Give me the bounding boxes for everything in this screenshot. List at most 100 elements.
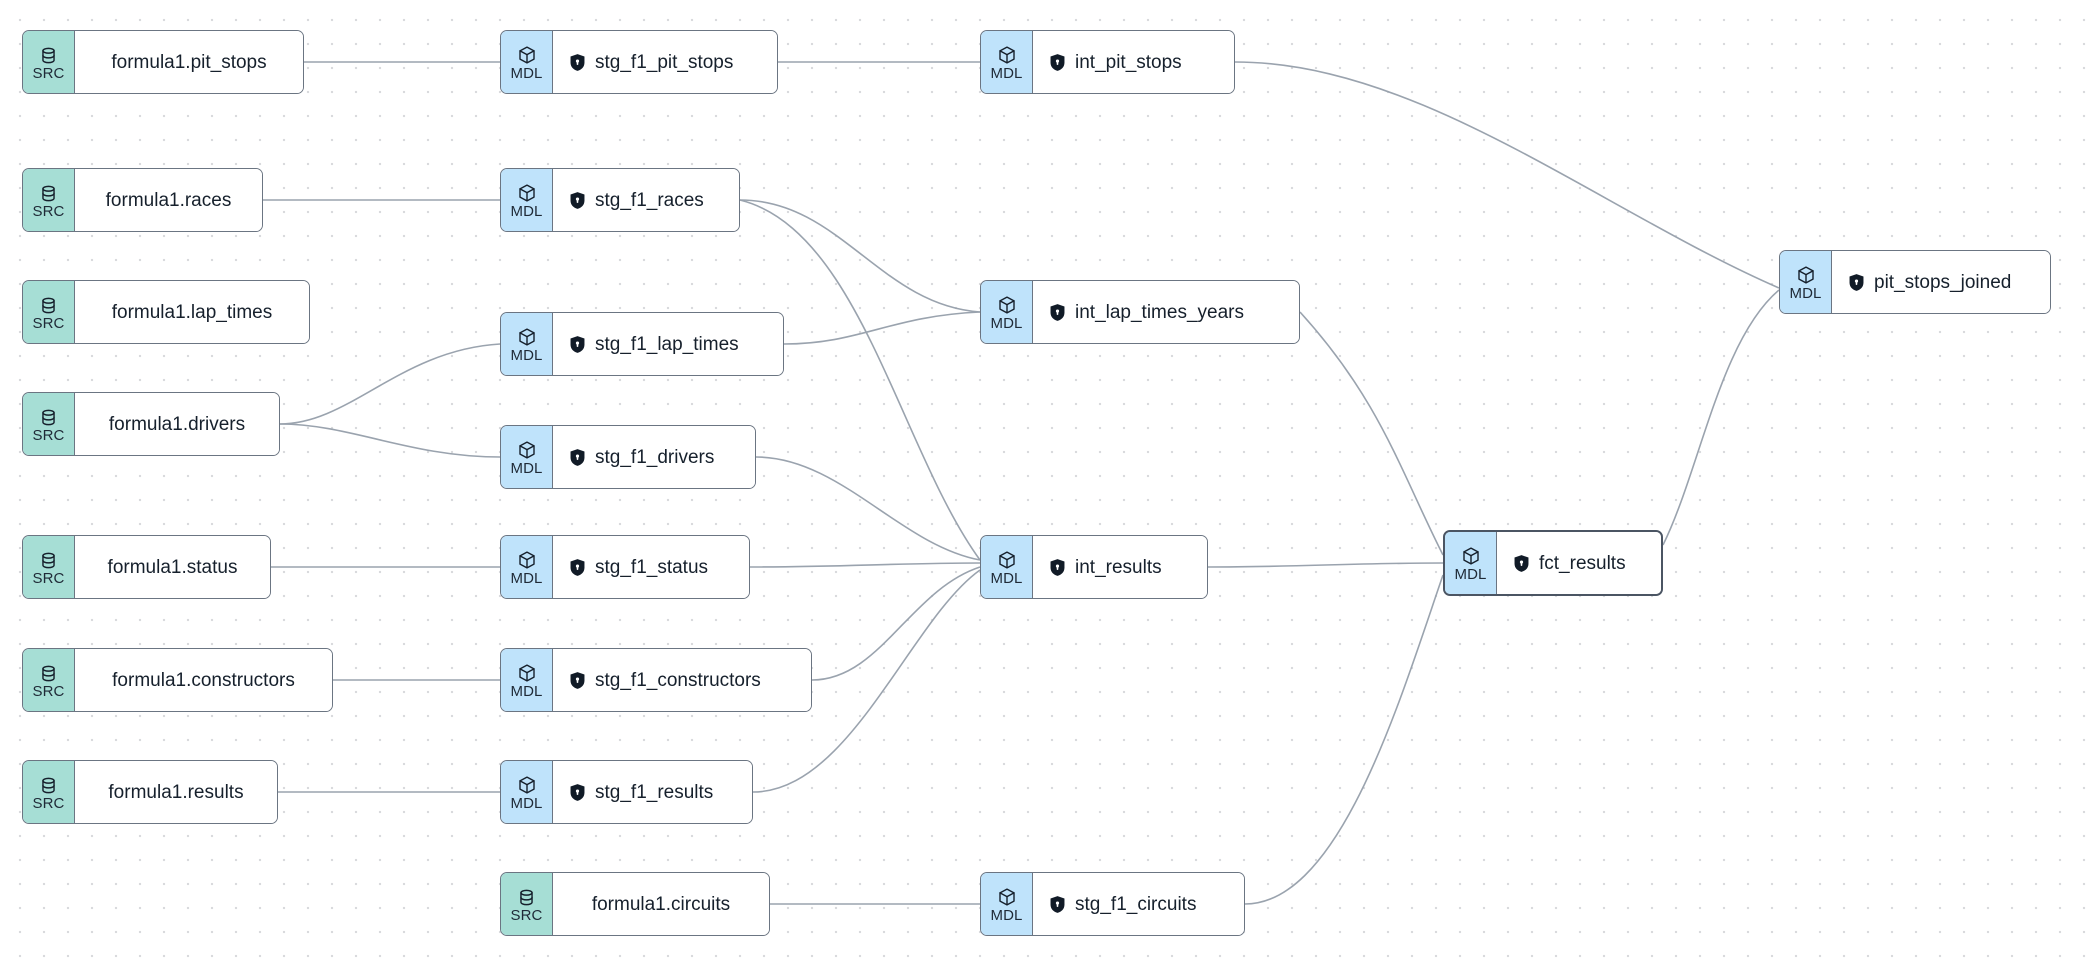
node-body-stg_results: stg_f1_results xyxy=(553,761,752,823)
cube-icon xyxy=(517,440,537,460)
database-icon xyxy=(39,776,58,795)
node-type-badge-stg_results: MDL xyxy=(501,761,553,823)
node-type-label: MDL xyxy=(990,315,1023,332)
node-type-badge-src_status: SRC xyxy=(23,536,75,598)
cube-icon xyxy=(1796,265,1816,285)
shield-icon xyxy=(1848,273,1865,292)
node-src_results[interactable]: SRC formula1.results xyxy=(22,760,278,824)
node-label: stg_f1_lap_times xyxy=(595,333,739,355)
node-label: formula1.races xyxy=(105,189,232,211)
node-stg_races[interactable]: MDL stg_f1_races xyxy=(500,168,740,232)
node-type-label: SRC xyxy=(32,64,65,82)
node-type-label: MDL xyxy=(990,570,1023,587)
node-type-badge-fct_results: MDL xyxy=(1445,532,1497,594)
node-type-badge-stg_circuits: MDL xyxy=(981,873,1033,935)
node-label: int_lap_times_years xyxy=(1075,301,1244,323)
node-src_drivers[interactable]: SRC formula1.drivers xyxy=(22,392,280,456)
node-type-label: MDL xyxy=(510,460,543,477)
cube-icon xyxy=(997,295,1017,315)
node-stg_status[interactable]: MDL stg_f1_status xyxy=(500,535,750,599)
shield-icon xyxy=(1049,558,1066,577)
edge-stg_races-to-int_results xyxy=(739,199,981,561)
node-stg_pit_stops[interactable]: MDL stg_f1_pit_stops xyxy=(500,30,778,94)
shield-icon xyxy=(569,448,586,467)
node-type-label: MDL xyxy=(990,907,1023,924)
node-type-label: MDL xyxy=(510,795,543,812)
node-type-label: MDL xyxy=(1454,566,1487,583)
node-type-badge-stg_drivers: MDL xyxy=(501,426,553,488)
node-stg_lap_times[interactable]: MDL stg_f1_lap_times xyxy=(500,312,784,376)
node-type-badge-stg_status: MDL xyxy=(501,536,553,598)
node-label: int_results xyxy=(1075,556,1162,578)
cube-icon xyxy=(997,550,1017,570)
node-type-label: SRC xyxy=(32,569,65,587)
database-icon xyxy=(39,184,58,203)
cube-icon xyxy=(517,775,537,795)
node-type-badge-src_circuits: SRC xyxy=(501,873,553,935)
node-label: formula1.constructors xyxy=(112,669,295,691)
database-icon xyxy=(517,888,536,907)
edge-int_pit_stops-to-pit_stops_joined xyxy=(1234,61,1780,289)
node-label: formula1.results xyxy=(108,781,244,803)
edge-int_results-to-fct_results xyxy=(1207,562,1444,568)
node-type-badge-src_drivers: SRC xyxy=(23,393,75,455)
node-int_results[interactable]: MDL int_results xyxy=(980,535,1208,599)
node-type-badge-src_races: SRC xyxy=(23,169,75,231)
node-src_pit_stops[interactable]: SRC formula1.pit_stops xyxy=(22,30,304,94)
node-stg_drivers[interactable]: MDL stg_f1_drivers xyxy=(500,425,756,489)
node-body-src_results: formula1.results xyxy=(75,761,277,823)
database-icon xyxy=(39,408,58,427)
node-src_circuits[interactable]: SRC formula1.circuits xyxy=(500,872,770,936)
node-body-stg_drivers: stg_f1_drivers xyxy=(553,426,755,488)
node-label: stg_f1_drivers xyxy=(595,446,715,468)
node-fct_results[interactable]: MDL fct_results xyxy=(1443,530,1663,596)
cube-icon xyxy=(997,45,1017,65)
shield-icon xyxy=(569,558,586,577)
node-body-int_pit_stops: int_pit_stops xyxy=(1033,31,1234,93)
shield-icon xyxy=(569,335,586,354)
cube-icon xyxy=(517,183,537,203)
node-label: formula1.pit_stops xyxy=(111,51,267,73)
shield-icon xyxy=(569,53,586,72)
node-label: stg_f1_results xyxy=(595,781,714,803)
node-type-label: MDL xyxy=(510,203,543,220)
node-label: stg_f1_races xyxy=(595,189,704,211)
node-label: pit_stops_joined xyxy=(1874,271,2012,293)
node-int_pit_stops[interactable]: MDL int_pit_stops xyxy=(980,30,1235,94)
node-body-pit_stops_joined: pit_stops_joined xyxy=(1832,251,2050,313)
node-type-badge-stg_lap_times: MDL xyxy=(501,313,553,375)
node-stg_circuits[interactable]: MDL stg_f1_circuits xyxy=(980,872,1245,936)
node-body-stg_constructors: stg_f1_constructors xyxy=(553,649,811,711)
node-label: formula1.circuits xyxy=(591,893,731,915)
node-body-src_pit_stops: formula1.pit_stops xyxy=(75,31,303,93)
node-type-badge-src_pit_stops: SRC xyxy=(23,31,75,93)
node-int_lap_times_years[interactable]: MDL int_lap_times_years xyxy=(980,280,1300,344)
node-stg_constructors[interactable]: MDL stg_f1_constructors xyxy=(500,648,812,712)
shield-icon xyxy=(569,671,586,690)
node-type-label: SRC xyxy=(510,906,543,924)
node-label: formula1.drivers xyxy=(108,413,246,435)
database-icon xyxy=(39,664,58,683)
node-pit_stops_joined[interactable]: MDL pit_stops_joined xyxy=(1779,250,2051,314)
node-label: int_pit_stops xyxy=(1075,51,1182,73)
edge-fct_results-to-pit_stops_joined xyxy=(1662,289,1780,546)
node-stg_results[interactable]: MDL stg_f1_results xyxy=(500,760,753,824)
node-body-stg_lap_times: stg_f1_lap_times xyxy=(553,313,783,375)
node-type-badge-stg_constructors: MDL xyxy=(501,649,553,711)
edge-stg_status-to-int_results xyxy=(749,562,981,568)
node-src_races[interactable]: SRC formula1.races xyxy=(22,168,263,232)
node-body-stg_circuits: stg_f1_circuits xyxy=(1033,873,1244,935)
node-type-label: SRC xyxy=(32,426,65,444)
edge-stg_races-to-int_lap_times_years xyxy=(739,199,981,313)
cube-icon xyxy=(997,887,1017,907)
node-type-badge-src_results: SRC xyxy=(23,761,75,823)
node-label: stg_f1_pit_stops xyxy=(595,51,734,73)
database-icon xyxy=(39,46,58,65)
node-body-src_lap_times: formula1.lap_times xyxy=(75,281,309,343)
node-label: stg_f1_constructors xyxy=(595,669,761,691)
